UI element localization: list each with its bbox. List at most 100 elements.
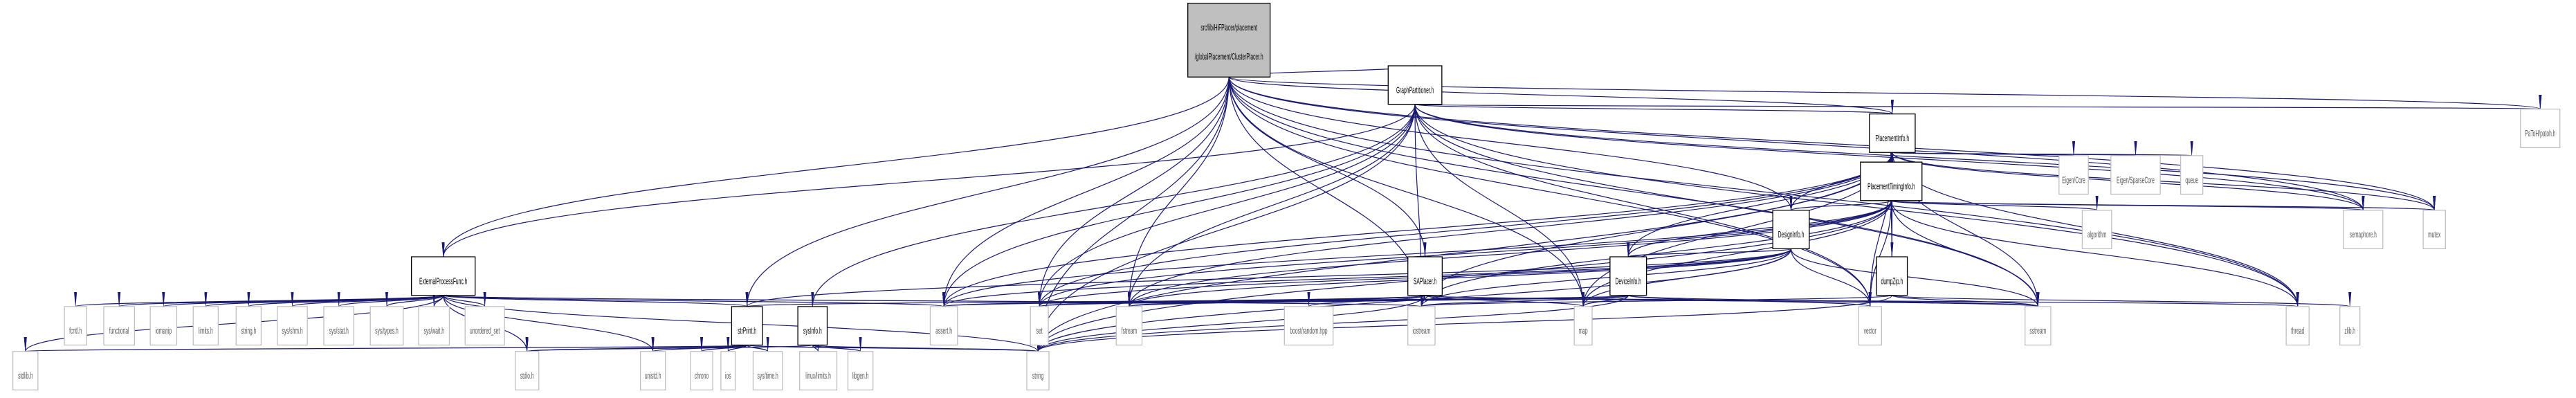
node-sys-shm[interactable]: sys/shm.h	[277, 307, 307, 345]
edge-root-to-set	[1038, 77, 1229, 309]
edge-graph-partitioner-to-set	[1038, 105, 1415, 309]
node-zlib[interactable]: zlib.h	[2340, 307, 2360, 345]
node-sstream[interactable]: sstream	[2025, 307, 2051, 345]
node-device-info[interactable]: DeviceInfo.h	[1610, 257, 1647, 296]
node-placement-timing-info[interactable]: PlacementTimingInfo.h	[1861, 162, 1922, 201]
boost-random-label: boost/random.hpp	[1290, 327, 1327, 336]
node-eigen-core[interactable]: Eigen/Core	[2059, 156, 2088, 195]
patoh-label: PaToH/patoh.h	[2525, 129, 2556, 139]
edge-external-process-func-to-assert	[444, 291, 944, 308]
node-functional[interactable]: functional	[104, 307, 134, 345]
node-stdlib[interactable]: stdlib.h	[13, 352, 38, 390]
node-semaphore[interactable]: semaphore.h	[2344, 210, 2383, 249]
node-external-process-func[interactable]: ExternalProcessFunc.h	[412, 257, 475, 296]
edge-placement-info-to-iostream	[1420, 152, 1892, 309]
ios-label: ios	[725, 372, 731, 381]
node-algorithm[interactable]: algorithm	[2082, 210, 2111, 249]
set-label: set	[1036, 327, 1043, 336]
node-libgen[interactable]: libgen.h	[848, 352, 873, 390]
placement-timing-info-label: PlacementTimingInfo.h	[1867, 183, 1915, 192]
node-chrono[interactable]: chrono	[691, 352, 713, 390]
edge-graph-partitioner-to-external-process-func	[441, 105, 1415, 259]
node-eigen-sparse[interactable]: Eigen/SparseCore	[2111, 156, 2160, 195]
node-unistd[interactable]: unistd.h	[641, 352, 666, 390]
node-cluster-placer[interactable]: src/lib/HiFPlacer/placement /globalPlace…	[1188, 3, 1270, 78]
node-ios[interactable]: ios	[721, 352, 736, 390]
edge-root-to-patoh	[1229, 77, 2541, 111]
node-saplacer[interactable]: SAPlacer.h	[1408, 257, 1443, 296]
edge-root-to-saplacer	[1229, 77, 1427, 259]
edge-dump-zip-to-string	[1036, 296, 1892, 354]
edge-external-process-func-to-str-print	[444, 291, 748, 309]
edge-root-to-string	[1036, 77, 1229, 354]
edge-graph-partitioner-to-placement-info	[1415, 98, 1892, 116]
node-sys-types[interactable]: sys/types.h	[370, 307, 403, 345]
node-stdio[interactable]: stdio.h	[515, 352, 539, 390]
edge-graph-partitioner-to-vector	[1415, 105, 1872, 309]
vector-label: vector	[1864, 327, 1877, 336]
edge-placement-timing-info-to-set	[1038, 201, 1891, 309]
edge-graph-partitioner-to-string	[1036, 105, 1415, 354]
edge-placement-timing-info-to-mutex	[1891, 194, 2434, 212]
node-assert[interactable]: assert.h	[930, 307, 957, 345]
linux-limits-label: linux/limits.h	[805, 372, 831, 381]
edge-device-info-to-vector	[1628, 291, 1871, 309]
node-unordered-set[interactable]: unordered_set	[465, 307, 504, 345]
node-fcntl[interactable]: fcntl.h	[64, 307, 86, 345]
node-string-h[interactable]: string.h	[236, 307, 261, 345]
stdio-label: stdio.h	[520, 372, 534, 381]
node-map[interactable]: map	[1574, 307, 1592, 345]
node-queue[interactable]: queue	[2181, 156, 2203, 195]
edge-root-to-fstream	[1127, 77, 1229, 309]
chrono-label: chrono	[695, 372, 709, 381]
edge-root-to-thread	[1229, 77, 2299, 309]
node-string[interactable]: string	[1027, 352, 1049, 390]
node-iostream[interactable]: iostream	[1408, 307, 1435, 345]
stdlib-label: stdlib.h	[18, 372, 33, 381]
node-sys-stat[interactable]: sys/stat.h	[324, 307, 354, 345]
string-h-label: string.h	[241, 327, 256, 336]
node-patoh[interactable]: PaToH/patoh.h	[2521, 109, 2560, 148]
external-process-func-label: ExternalProcessFunc.h	[419, 277, 468, 287]
node-sys-info[interactable]: sysInfo.h	[798, 307, 827, 345]
node-str-print[interactable]: strPrint.h	[731, 307, 762, 345]
edge-placement-timing-info-to-algorithm	[1891, 195, 2098, 212]
sys-shm-label: sys/shm.h	[282, 327, 302, 336]
node-mutex[interactable]: mutex	[2423, 210, 2445, 249]
node-fstream[interactable]: fstream	[1116, 307, 1142, 345]
node-sys-wait[interactable]: sys/wait.h	[419, 307, 449, 345]
node-set[interactable]: set	[1030, 307, 1048, 345]
node-design-info[interactable]: DesignInfo.h	[1773, 210, 1809, 249]
edge-str-print-to-string	[747, 335, 1038, 353]
node-vector[interactable]: vector	[1858, 307, 1881, 345]
edge-design-info-to-fstream	[1128, 248, 1791, 309]
edge-root-to-str-print	[745, 77, 1230, 309]
nodes-layer: src/lib/HiFPlacer/placement /globalPlace…	[13, 3, 2560, 390]
node-placement-info[interactable]: PlacementInfo.h	[1870, 114, 1915, 153]
node-dump-zip[interactable]: dumpZip.h	[1876, 257, 1907, 296]
eigen-sparse-label: Eigen/SparseCore	[2117, 176, 2155, 186]
edge-placement-info-to-fstream	[1128, 152, 1892, 309]
node-thread[interactable]: thread	[2286, 307, 2309, 345]
sstream-label: sstream	[2029, 327, 2046, 336]
edge-graph-partitioner-to-mutex	[1415, 105, 2436, 212]
edge-placement-timing-info-to-fstream	[1128, 201, 1891, 309]
node-limits[interactable]: limits.h	[193, 307, 218, 345]
edge-device-info-to-sstream	[1628, 291, 2038, 309]
edge-root-to-iostream	[1229, 77, 1423, 309]
edge-design-info-to-str-print	[746, 248, 1791, 309]
edge-placement-timing-info-to-vector	[1868, 201, 1892, 309]
edge-graph-partitioner-to-thread	[1415, 105, 2299, 309]
graph-partitioner-label: GraphPartitioner.h	[1396, 86, 1434, 96]
edge-placement-info-to-set	[1038, 152, 1892, 309]
edge-device-info-to-iostream	[1421, 291, 1628, 309]
node-iomanip[interactable]: iomanip	[150, 307, 176, 345]
node-sys-time[interactable]: sys/time.h	[753, 352, 782, 390]
root-label-line1: src/lib/HiFPlacer/placement	[1200, 24, 1257, 33]
node-boost-random[interactable]: boost/random.hpp	[1284, 307, 1333, 345]
edge-str-print-to-sys-time	[747, 336, 769, 354]
node-graph-partitioner[interactable]: GraphPartitioner.h	[1388, 66, 1442, 105]
node-linux-limits[interactable]: linux/limits.h	[800, 352, 837, 390]
semaphore-label: semaphore.h	[2350, 230, 2377, 240]
unistd-label: unistd.h	[645, 372, 661, 381]
